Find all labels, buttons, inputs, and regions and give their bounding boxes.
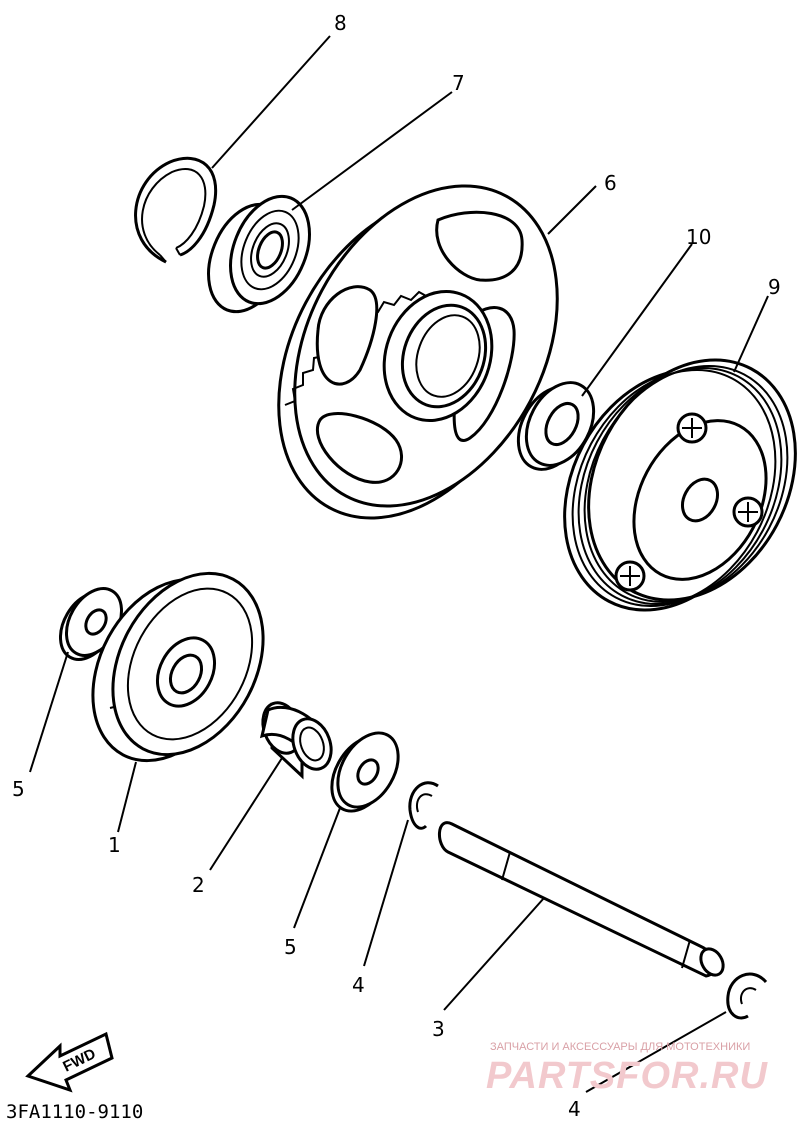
part-10-washer — [516, 381, 596, 471]
callout-5b: 5 — [284, 935, 297, 959]
callout-5a: 5 — [12, 777, 25, 801]
callout-4a: 4 — [352, 973, 365, 997]
watermark-brand: PARTSFOR.RU — [486, 1055, 768, 1097]
callout-6: 6 — [604, 171, 617, 195]
leader-5a — [29, 651, 69, 773]
screw-top — [676, 412, 708, 444]
part-code: 3FA1110-9110 — [6, 1101, 143, 1123]
leader-2 — [209, 757, 283, 871]
leader-8 — [211, 35, 331, 169]
callout-numbers: 8 7 6 10 9 5 1 2 5 4 3 4 — [12, 11, 781, 1121]
part-4-e-clip-right — [726, 972, 768, 1020]
part-6-starter-wheel-gear — [277, 184, 559, 520]
callout-7: 7 — [452, 71, 465, 95]
leader-5b — [293, 807, 341, 929]
part-7-bearing — [207, 194, 311, 314]
part-4-e-clip-middle — [408, 781, 439, 830]
callout-3: 3 — [432, 1017, 445, 1041]
leader-4a — [363, 819, 409, 967]
part-8-circlip — [134, 156, 218, 264]
part-5-washer-middle — [330, 731, 400, 813]
part-3-shaft — [438, 821, 725, 978]
leader-9 — [733, 295, 769, 373]
callout-9: 9 — [768, 275, 781, 299]
leader-4b — [585, 1011, 727, 1093]
callout-4b: 4 — [568, 1097, 581, 1121]
callout-1: 1 — [108, 833, 121, 857]
callout-10: 10 — [686, 225, 711, 249]
part-2-needle-bearing — [259, 701, 333, 780]
leader-6 — [547, 185, 597, 235]
leader-10 — [581, 243, 693, 397]
leader-1 — [117, 761, 137, 833]
watermark-caption: ЗАПЧАСТИ И АКСЕССУАРЫ ДЛЯ МОТОТЕХНИКИ — [490, 1041, 750, 1053]
screw-bottom — [614, 560, 646, 592]
leader-3 — [443, 897, 545, 1011]
leader-7 — [291, 91, 453, 211]
fwd-arrow-icon: FWD — [25, 1031, 114, 1093]
callout-2: 2 — [192, 873, 205, 897]
part-9-starter-clutch — [563, 358, 797, 612]
screw-right — [732, 496, 764, 528]
callout-8: 8 — [334, 11, 347, 35]
watermark: ЗАПЧАСТИ И АКСЕССУАРЫ ДЛЯ МОТОТЕХНИКИ PA… — [486, 1041, 768, 1097]
part-1-idler-gear — [91, 571, 265, 763]
leader-lines — [29, 35, 769, 1093]
